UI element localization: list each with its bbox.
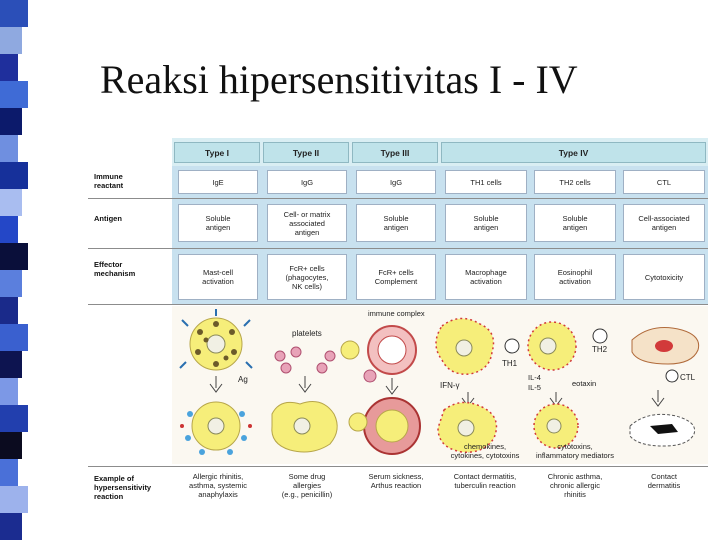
activated-eosinophil-icon [533, 403, 579, 449]
stripe-block [0, 513, 22, 540]
stripe-block [0, 216, 18, 243]
th1-cell-icon [504, 338, 520, 354]
antigen-cell: Cell- or matrix associated antigen [267, 204, 347, 242]
effector-cell: FcR+ cells (phagocytes, NK cells) [267, 254, 347, 300]
example-type-3: Serum sickness, Arthus reaction [368, 472, 424, 490]
slide-title: Reaksi hipersensitivitas I - IV [100, 57, 578, 102]
header-type-1: Type I [174, 142, 260, 163]
antigen-cell: Soluble antigen [534, 204, 616, 242]
reactant-cell: TH2 cells [534, 170, 616, 194]
row-label-example: Example of hypersensitivity reaction [94, 474, 152, 501]
example-type-4-th1: Contact dermatitis, tuberculin reaction [453, 472, 517, 490]
header-type-3: Type III [352, 142, 438, 163]
mechanism-illustrations: Ag platelets immune complex [172, 306, 708, 464]
stripe-block [0, 297, 18, 324]
stripe-block [0, 0, 28, 27]
row-divider [88, 466, 708, 467]
row-label-effector: Effector mechanism [94, 260, 136, 278]
effector-cell: Eosinophil activation [534, 254, 616, 300]
reactant-cell: IgG [356, 170, 436, 194]
stripe-block [0, 81, 28, 108]
header-type-4: Type IV [441, 142, 706, 163]
th2-cell-icon [592, 328, 608, 344]
header-type-2: Type II [263, 142, 349, 163]
stripe-block [0, 378, 18, 405]
stripe-block [0, 324, 28, 351]
ctl-cell-icon [665, 369, 679, 383]
stripe-block [0, 27, 22, 54]
example-type-4-th2: Chronic asthma, chronic allergic rhiniti… [547, 472, 603, 499]
il5-label: IL-5 [528, 383, 541, 392]
effector-cell: Cytotoxicity [623, 254, 705, 300]
eosinophil-icon [527, 321, 577, 371]
stripe-block [0, 351, 22, 378]
eotaxin-label: eotaxin [572, 379, 596, 388]
stripe-block [0, 189, 22, 216]
activated-macrophage-icon [437, 401, 498, 453]
immune-complex-label: immune complex [368, 309, 425, 318]
effector-cell: FcR+ cells Complement [356, 254, 436, 300]
th2-label: TH2 [592, 345, 608, 354]
row-divider [88, 198, 708, 199]
antigen-cell: Soluble antigen [178, 204, 258, 242]
reactant-cell: TH1 cells [445, 170, 527, 194]
th2-mediators-label: cytotoxins, inflammatory mediators [536, 442, 614, 460]
effector-cell: Mast-cell activation [178, 254, 258, 300]
stripe-block [0, 162, 28, 189]
effector-cell: Macrophage activation [445, 254, 527, 300]
il4-label: IL-4 [528, 373, 541, 382]
platelets-label: platelets [292, 329, 322, 338]
stripe-block [0, 270, 22, 297]
stripe-block [0, 486, 28, 513]
example-type-4-ctl: Contact dermatitis [647, 472, 681, 490]
stripe-block [0, 405, 28, 432]
hypersensitivity-table: Type I Type II Type III Type IV Immune r… [88, 138, 708, 510]
phagocyte-icon [271, 401, 338, 453]
platelet-icon [274, 346, 336, 374]
antigen-cell: Soluble antigen [445, 204, 527, 242]
row-label-antigen: Antigen [94, 214, 122, 223]
reactant-cell: CTL [623, 170, 705, 194]
inflamed-vessel-icon [348, 397, 421, 455]
decorative-stripe [0, 0, 88, 540]
killed-target-cell-icon [629, 413, 696, 447]
macrophage-icon [435, 317, 495, 375]
stripe-block [0, 54, 18, 81]
stripe-block [0, 135, 18, 162]
reactant-cell: IgG [267, 170, 347, 194]
stripe-block [0, 108, 22, 135]
row-label-immune-reactant: Immune reactant [94, 172, 124, 190]
stripe-block [0, 432, 22, 459]
antigen-cell: Soluble antigen [356, 204, 436, 242]
mast-cell-icon [179, 309, 253, 371]
ctl-label: CTL [680, 373, 696, 382]
blood-vessel-icon [340, 325, 417, 383]
ag-label: Ag [238, 375, 248, 384]
th1-mediators-label: chemokines, cytokines, cytotoxins [450, 442, 520, 460]
target-cell-icon [631, 327, 700, 365]
stripe-block [0, 243, 28, 270]
row-divider [88, 304, 708, 305]
example-type-2: Some drug allergies (e.g., penicillin) [281, 472, 333, 499]
stripe-block [0, 459, 18, 486]
row-divider [88, 248, 708, 249]
reactant-cell: IgE [178, 170, 258, 194]
example-type-1: Allergic rhinitis, asthma, systemic anap… [189, 472, 247, 499]
degranulating-mast-cell-icon [180, 401, 252, 455]
antigen-cell: Cell-associated antigen [623, 204, 705, 242]
ifn-gamma-label: IFN-γ [440, 381, 460, 390]
th1-label: TH1 [502, 359, 518, 368]
